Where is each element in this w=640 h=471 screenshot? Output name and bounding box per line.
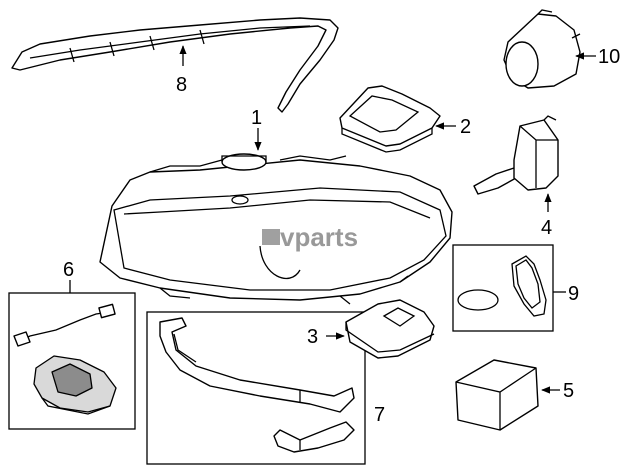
part-9-seals[interactable] (457, 255, 547, 317)
part-7-box (146, 311, 366, 465)
callout-6: 6 (63, 259, 74, 281)
part-3-ballast[interactable] (345, 299, 435, 359)
callout-2: 2 (460, 116, 471, 138)
callout-5: 5 (563, 380, 574, 402)
part-7-brackets[interactable] (159, 317, 355, 453)
callout-10: 10 (598, 46, 620, 68)
callout-7: 7 (374, 404, 385, 426)
part-5-module-block[interactable] (455, 359, 539, 431)
callout-1: 1 (251, 107, 262, 129)
part-9-box (452, 244, 554, 332)
callout-3: 3 (307, 326, 318, 348)
watermark-text: vparts (280, 222, 358, 252)
part-2-control-module[interactable] (339, 85, 441, 153)
watermark: vparts (262, 222, 358, 252)
part-6-box (8, 292, 136, 430)
part-8-trim-strip[interactable] (11, 17, 339, 113)
part-4-bulb[interactable] (473, 115, 559, 195)
part-6-level-sensor[interactable] (13, 303, 117, 415)
callout-9: 9 (568, 283, 579, 305)
callout-4: 4 (541, 217, 552, 239)
part-10-cover-cap[interactable] (503, 9, 581, 89)
callout-8: 8 (176, 74, 187, 96)
